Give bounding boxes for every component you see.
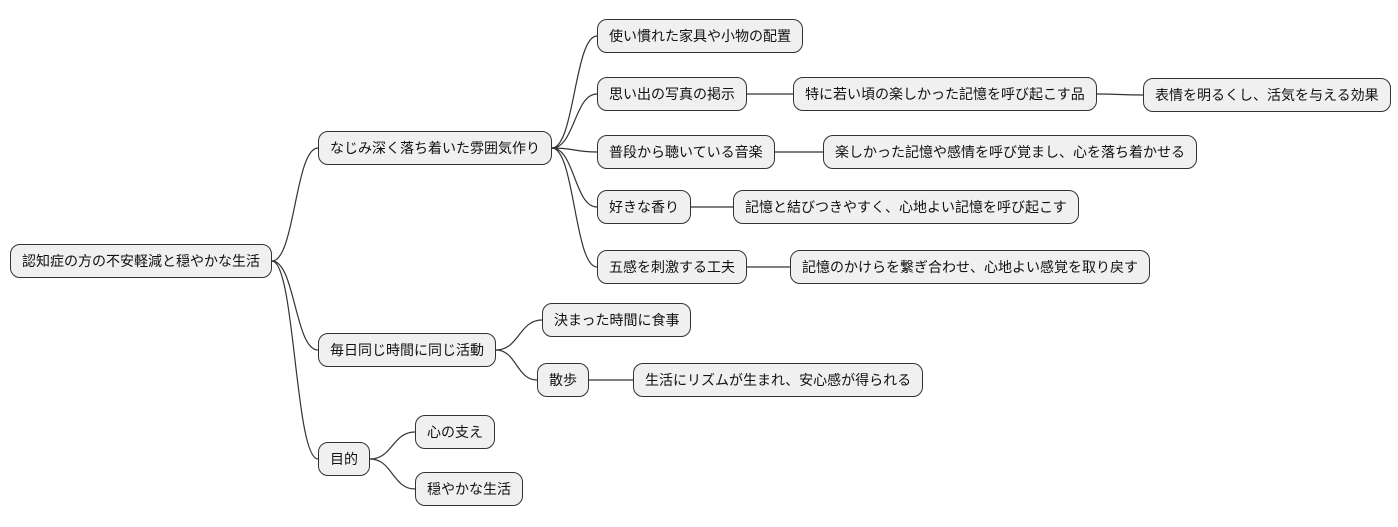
node-photos: 思い出の写真の掲示 bbox=[597, 77, 747, 111]
node-furniture: 使い慣れた家具や小物の配置 bbox=[597, 19, 803, 53]
edge bbox=[271, 147, 319, 262]
node-purpose: 目的 bbox=[318, 442, 370, 476]
node-root: 認知症の方の不安軽減と穏やかな生活 bbox=[10, 244, 272, 278]
edge bbox=[369, 458, 416, 490]
node-scent: 好きな香り bbox=[597, 190, 691, 224]
node-photos-effect: 表情を明るくし、活気を与える効果 bbox=[1143, 78, 1391, 112]
edge bbox=[551, 93, 598, 149]
node-calm-life: 穏やかな生活 bbox=[415, 472, 523, 506]
node-meals: 決まった時間に食事 bbox=[542, 303, 692, 337]
edge bbox=[495, 319, 543, 351]
edge bbox=[551, 147, 598, 153]
edge bbox=[271, 260, 319, 460]
node-walk-effect: 生活にリズムが生まれ、安心感が得られる bbox=[633, 363, 924, 397]
edge bbox=[1096, 93, 1144, 96]
edge bbox=[551, 147, 598, 268]
node-routine: 毎日同じ時間に同じ活動 bbox=[318, 333, 496, 367]
node-music-effect: 楽しかった記憶や感情を呼び覚まし、心を落ち着かせる bbox=[823, 135, 1197, 169]
edge bbox=[551, 35, 598, 149]
edge bbox=[271, 260, 319, 351]
node-atmosphere: なじみ深く落ち着いた雰囲気作り bbox=[318, 131, 552, 165]
node-senses: 五感を刺激する工夫 bbox=[597, 250, 747, 284]
edge bbox=[369, 431, 416, 460]
node-walk: 散歩 bbox=[537, 363, 589, 397]
edge bbox=[551, 147, 598, 208]
node-music: 普段から聴いている音楽 bbox=[597, 135, 775, 169]
node-photos-detail: 特に若い頃の楽しかった記憶を呼び起こす品 bbox=[793, 77, 1097, 111]
node-scent-effect: 記憶と結びつきやすく、心地よい記憶を呼び起こす bbox=[733, 190, 1079, 224]
node-senses-effect: 記憶のかけらを繋ぎ合わせ、心地よい感覚を取り戻す bbox=[790, 250, 1150, 284]
node-support: 心の支え bbox=[415, 415, 495, 449]
edge bbox=[495, 349, 538, 381]
